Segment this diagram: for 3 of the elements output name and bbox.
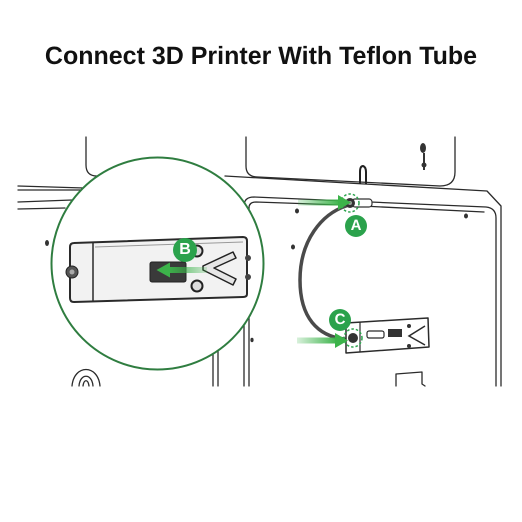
- callout-letter: C: [329, 309, 351, 331]
- callout-letter: A: [345, 215, 367, 237]
- title: Connect 3D Printer With Teflon Tube: [44, 41, 478, 72]
